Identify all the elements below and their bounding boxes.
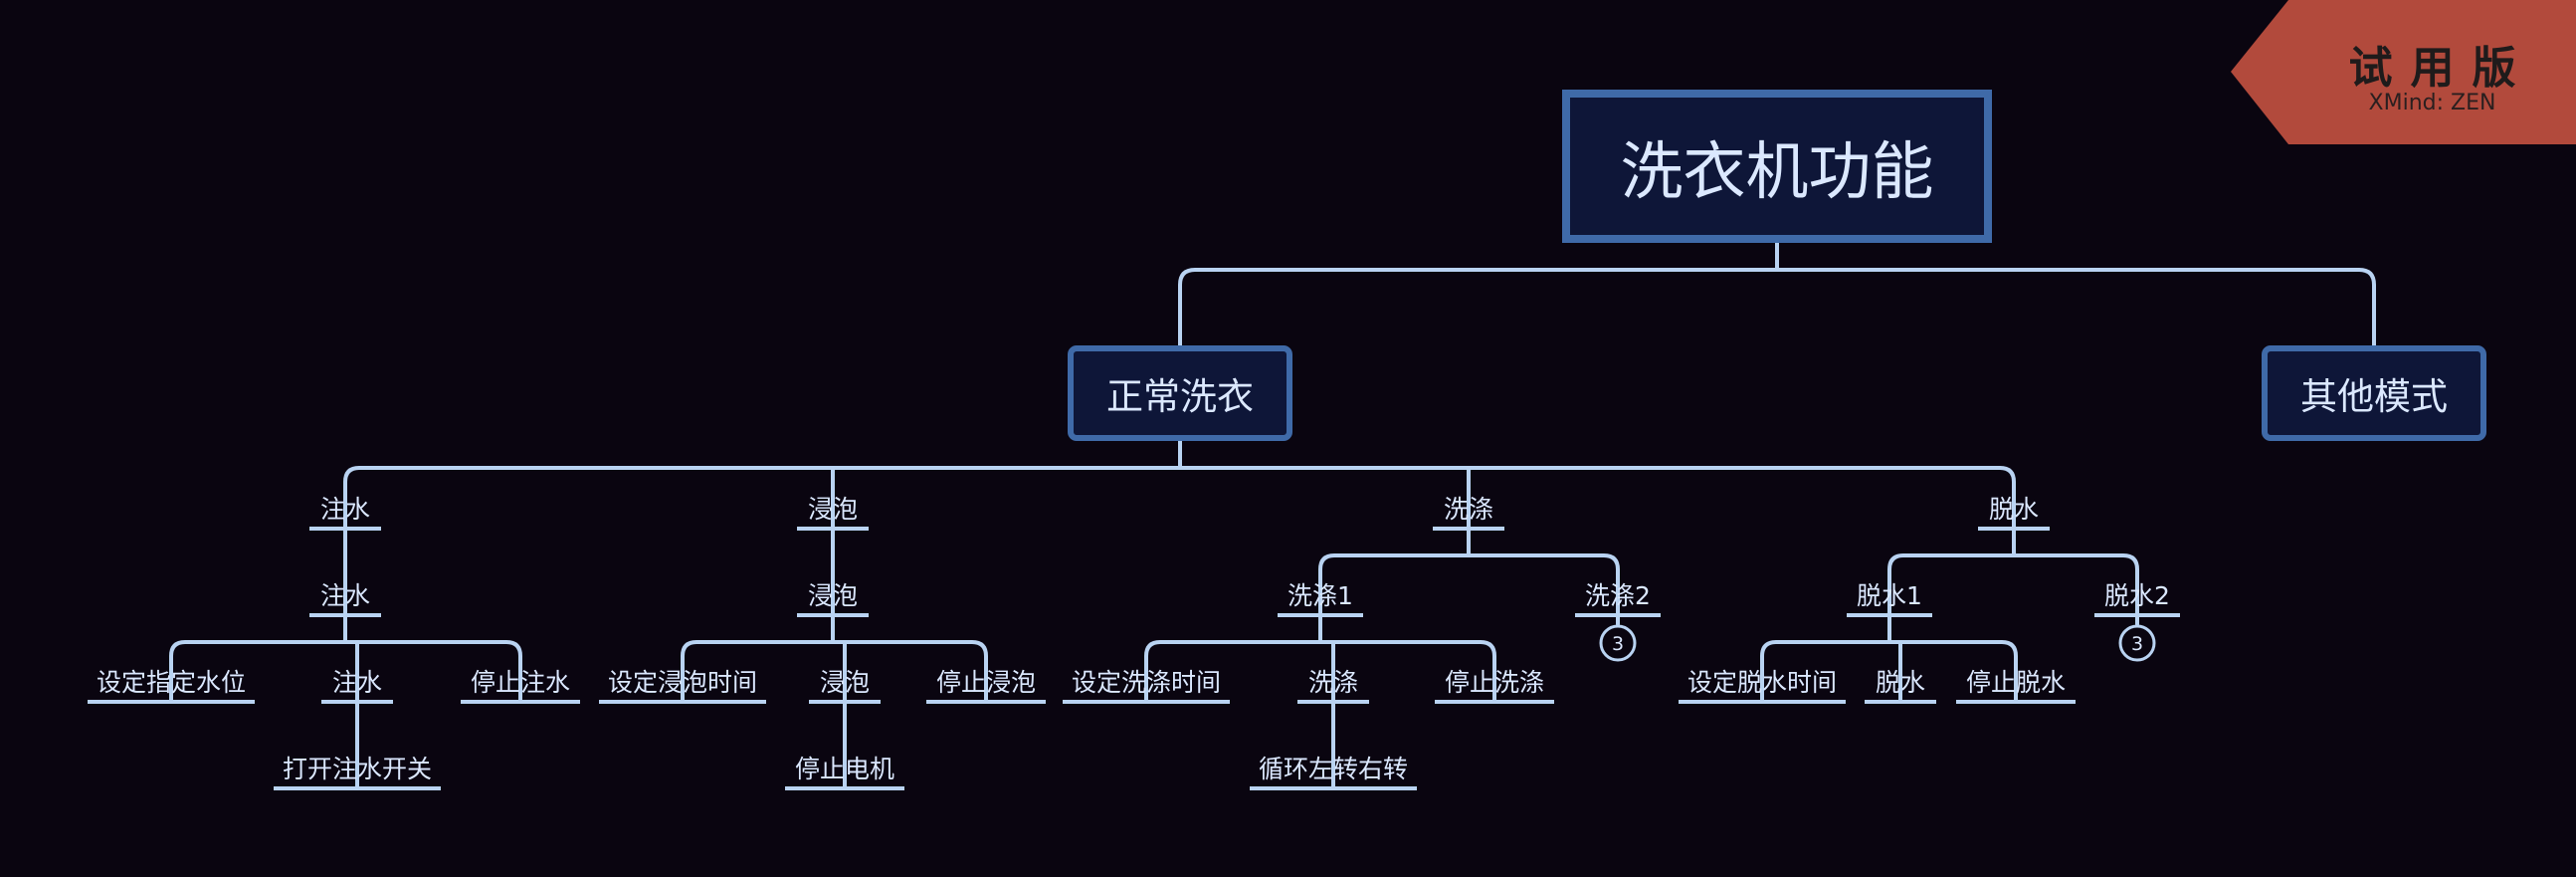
trial-badge-subtitle: XMind: ZEN [2368, 91, 2496, 115]
subtopic-spin-2[interactable]: 脱水2 [2104, 581, 2170, 610]
topic-fill-water[interactable]: 注水 [319, 495, 371, 524]
topic-set-water-level[interactable]: 设定指定水位 [96, 668, 247, 697]
collapsed-count-badge[interactable]: 3 [1599, 624, 1637, 662]
topic-spin-step[interactable]: 脱水 [1875, 668, 1926, 697]
topic-set-wash-time[interactable]: 设定洗涤时间 [1071, 668, 1222, 697]
svg-text:3: 3 [1612, 633, 1624, 655]
topic-spin-dry[interactable]: 脱水 [1988, 495, 2040, 524]
topic-stop-filling[interactable]: 停止注水 [470, 668, 571, 697]
central-topic[interactable]: 洗衣机功能 [1562, 90, 1992, 243]
topic-soak-step[interactable]: 浸泡 [819, 668, 871, 697]
collapsed-count-badge[interactable]: 3 [2118, 624, 2156, 662]
main-topic-other-modes[interactable]: 其他模式 [2262, 345, 2486, 441]
topic-stop-spin[interactable]: 停止脱水 [1965, 668, 2067, 697]
subtopic-fill-water[interactable]: 注水 [319, 581, 371, 610]
subtopic-soak[interactable]: 浸泡 [807, 581, 859, 610]
topic-stop-soak[interactable]: 停止浸泡 [935, 668, 1037, 697]
svg-text:3: 3 [2131, 633, 2143, 655]
subtopic-wash-1[interactable]: 洗涤1 [1288, 581, 1353, 610]
topic-set-soak-time[interactable]: 设定浸泡时间 [607, 668, 758, 697]
topic-wash[interactable]: 洗涤 [1443, 495, 1494, 524]
trial-badge-title: 试用版 [2348, 43, 2534, 94]
subtopic-wash-2[interactable]: 洗涤2 [1585, 581, 1651, 610]
topic-open-water-switch[interactable]: 打开注水开关 [282, 755, 433, 783]
topic-rotate-left-right[interactable]: 循环左转右转 [1258, 755, 1409, 783]
topic-set-spin-time[interactable]: 设定脱水时间 [1686, 668, 1838, 697]
topic-wash-step[interactable]: 洗涤 [1307, 668, 1359, 697]
subtopic-spin-1[interactable]: 脱水1 [1857, 581, 1922, 610]
topic-stop-motor[interactable]: 停止电机 [794, 755, 895, 783]
topic-soak[interactable]: 浸泡 [807, 495, 859, 524]
main-topic-normal-wash[interactable]: 正常洗衣 [1068, 345, 1292, 441]
topic-fill-water-step[interactable]: 注水 [331, 668, 383, 697]
topic-stop-wash[interactable]: 停止洗涤 [1444, 668, 1545, 697]
trial-version-badge: 试用版 XMind: ZEN [2231, 0, 2576, 144]
